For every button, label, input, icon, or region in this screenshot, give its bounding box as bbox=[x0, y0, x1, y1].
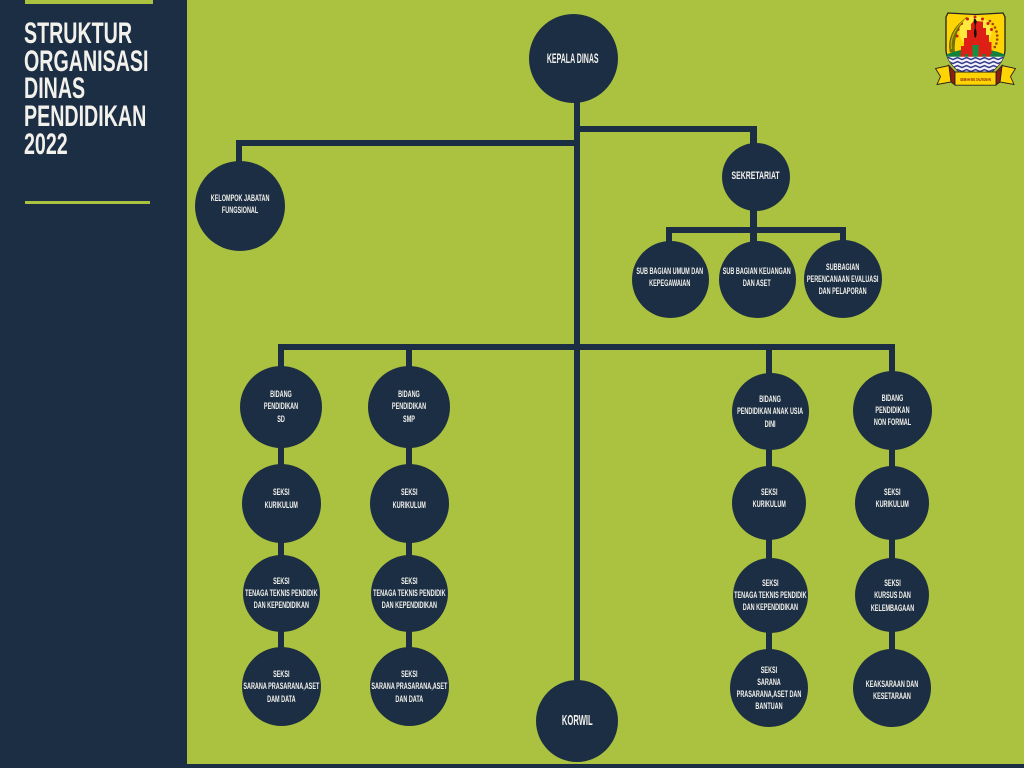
svg-text:GEMAH ING SAUYUNAN: GEMAH ING SAUYUNAN bbox=[960, 77, 991, 82]
